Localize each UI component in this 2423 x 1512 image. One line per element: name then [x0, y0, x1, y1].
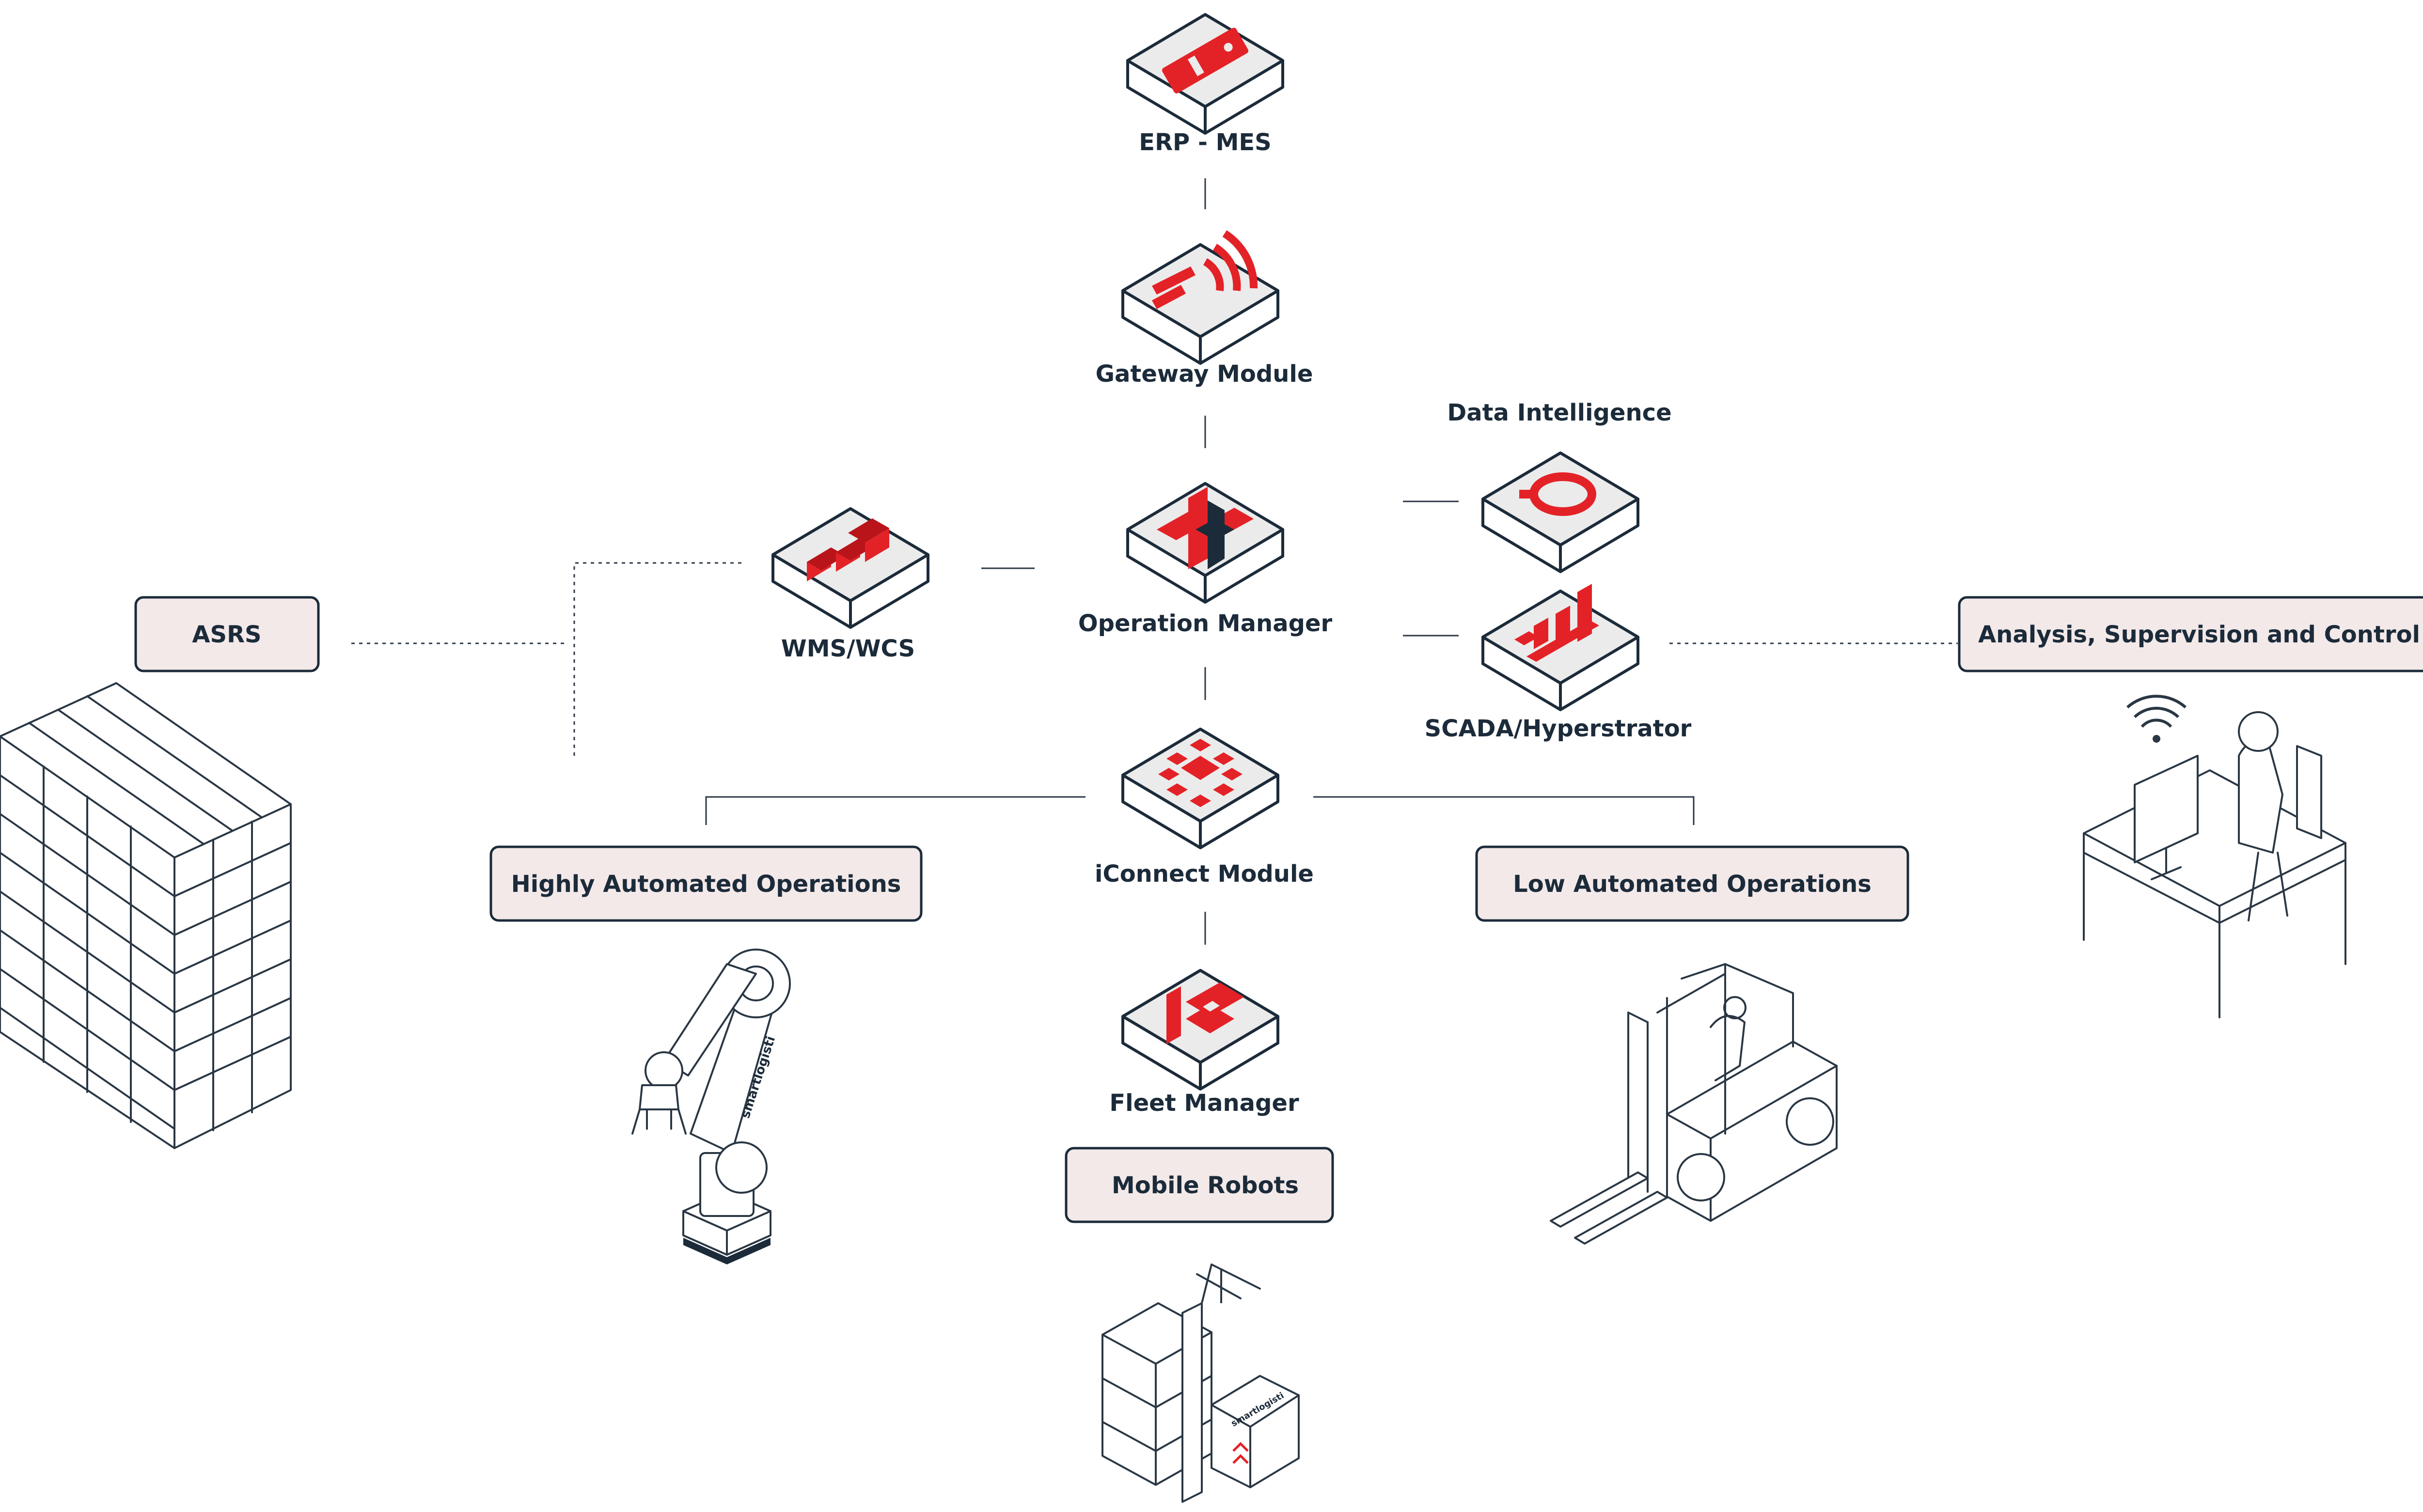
module-gateway[interactable] [1123, 230, 1278, 363]
highly-automated-label: Highly Automated Operations [511, 871, 901, 898]
server-icon [1162, 28, 1249, 94]
module-operation-manager[interactable] [1128, 483, 1283, 602]
fleet-manager-label: Fleet Manager [1109, 1090, 1299, 1117]
box-highly-automated: Highly Automated Operations [489, 845, 923, 922]
iconnect-label: iConnect Module [1095, 860, 1314, 888]
operator-desk-illustration [2083, 695, 2346, 1018]
layers-icon [807, 518, 889, 581]
wms-wcs-label: WMS/WCS [781, 635, 915, 662]
connectors [351, 178, 1958, 945]
analysis-label: Analysis, Supervision and Control [1978, 621, 2420, 648]
flag-icon [1166, 982, 1244, 1044]
cross-icon [1157, 487, 1254, 569]
module-data-intelligence[interactable] [1483, 453, 1638, 572]
robot-arm-illustration: smartlogisti [631, 949, 791, 1264]
asrs-rack-illustration [0, 682, 292, 1149]
module-fleet-manager[interactable] [1123, 970, 1278, 1089]
mobile-robot-illustration: smartlogisti [1101, 1263, 1300, 1503]
forklift-illustration [1550, 963, 1838, 1245]
scada-label: SCADA/Hyperstrator [1425, 715, 1692, 742]
search-icon [1519, 472, 1596, 516]
mobile-robots-label: Mobile Robots [1112, 1172, 1299, 1199]
asrs-label: ASRS [192, 621, 261, 648]
gateway-label: Gateway Module [1096, 360, 1313, 388]
data-intelligence-label: Data Intelligence [1447, 399, 1671, 426]
module-scada[interactable] [1483, 584, 1638, 710]
box-low-automated: Low Automated Operations [1475, 845, 1909, 922]
box-mobile-robots: Mobile Robots [1065, 1147, 1334, 1223]
erp-mes-label: ERP - MES [1139, 129, 1271, 156]
module-wms-wcs[interactable] [773, 509, 928, 627]
operation-manager-label: Operation Manager [1078, 610, 1333, 637]
signal-icon [1152, 230, 1258, 309]
box-analysis-supervision-control: Analysis, Supervision and Control [1958, 596, 2423, 672]
diamond-grid-icon [1158, 739, 1243, 807]
box-asrs: ASRS [134, 596, 320, 672]
low-automated-label: Low Automated Operations [1513, 871, 1872, 898]
bar-chart-icon [1514, 584, 1599, 662]
module-iconnect[interactable] [1123, 729, 1278, 848]
module-erp-mes[interactable] [1128, 15, 1283, 133]
